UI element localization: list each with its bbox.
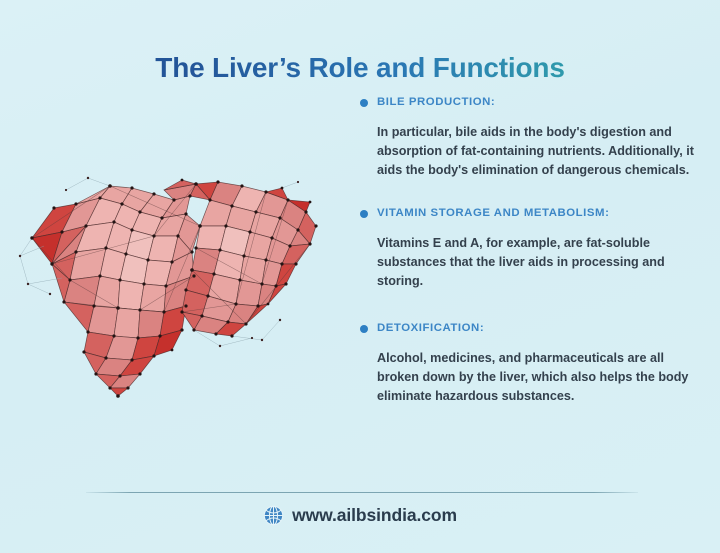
heading-bile-production-label: BILE PRODUCTION:	[377, 96, 496, 108]
bullet-dot-icon	[360, 99, 368, 107]
body-vitamin-storage: Vitamins E and A, for example, are fat-s…	[377, 235, 665, 289]
liver-vertex-dots	[18, 176, 318, 398]
body-bile-production: In particular, bile aids in the body's d…	[377, 124, 694, 177]
bullet-dot-icon	[360, 325, 368, 334]
heading-detoxification: DETOXIFICATION:	[358, 322, 698, 336]
functions-list: BILE PRODUCTION: In particular, bile aid…	[358, 96, 698, 419]
section-vitamin-storage: VITAMIN STORAGE AND METABOLISM: Vitamins…	[358, 207, 698, 291]
website-url[interactable]: www.ailbsindia.com	[292, 505, 457, 525]
liver-left-lobe	[31, 179, 201, 397]
section-bile-production: BILE PRODUCTION: In particular, bile aid…	[358, 96, 698, 180]
heading-detoxification-label: DETOXIFICATION:	[377, 322, 485, 335]
heading-bile-production: BILE PRODUCTION:	[358, 96, 698, 110]
liver-low-poly-illustration: .t { stroke:#4a2a2a; stroke-width:0.7; s…	[14, 160, 344, 405]
body-detoxification: Alcohol, medicines, and pharmaceuticals …	[377, 350, 689, 404]
footer-divider	[86, 492, 638, 493]
page-title: The Liver’s Role and Functions	[0, 52, 720, 84]
footer: www.ailbsindia.com	[0, 505, 720, 526]
section-detoxification: DETOXIFICATION: Alcohol, medicines, and …	[358, 322, 698, 406]
heading-vitamin-storage-label: VITAMIN STORAGE AND METABOLISM:	[377, 207, 610, 220]
liver-svg: .t { stroke:#4a2a2a; stroke-width:0.7; s…	[18, 176, 318, 398]
globe-icon	[263, 505, 284, 526]
heading-vitamin-storage: VITAMIN STORAGE AND METABOLISM:	[358, 207, 698, 221]
liver-right-lobe	[181, 181, 317, 337]
bullet-dot-icon	[360, 210, 368, 219]
